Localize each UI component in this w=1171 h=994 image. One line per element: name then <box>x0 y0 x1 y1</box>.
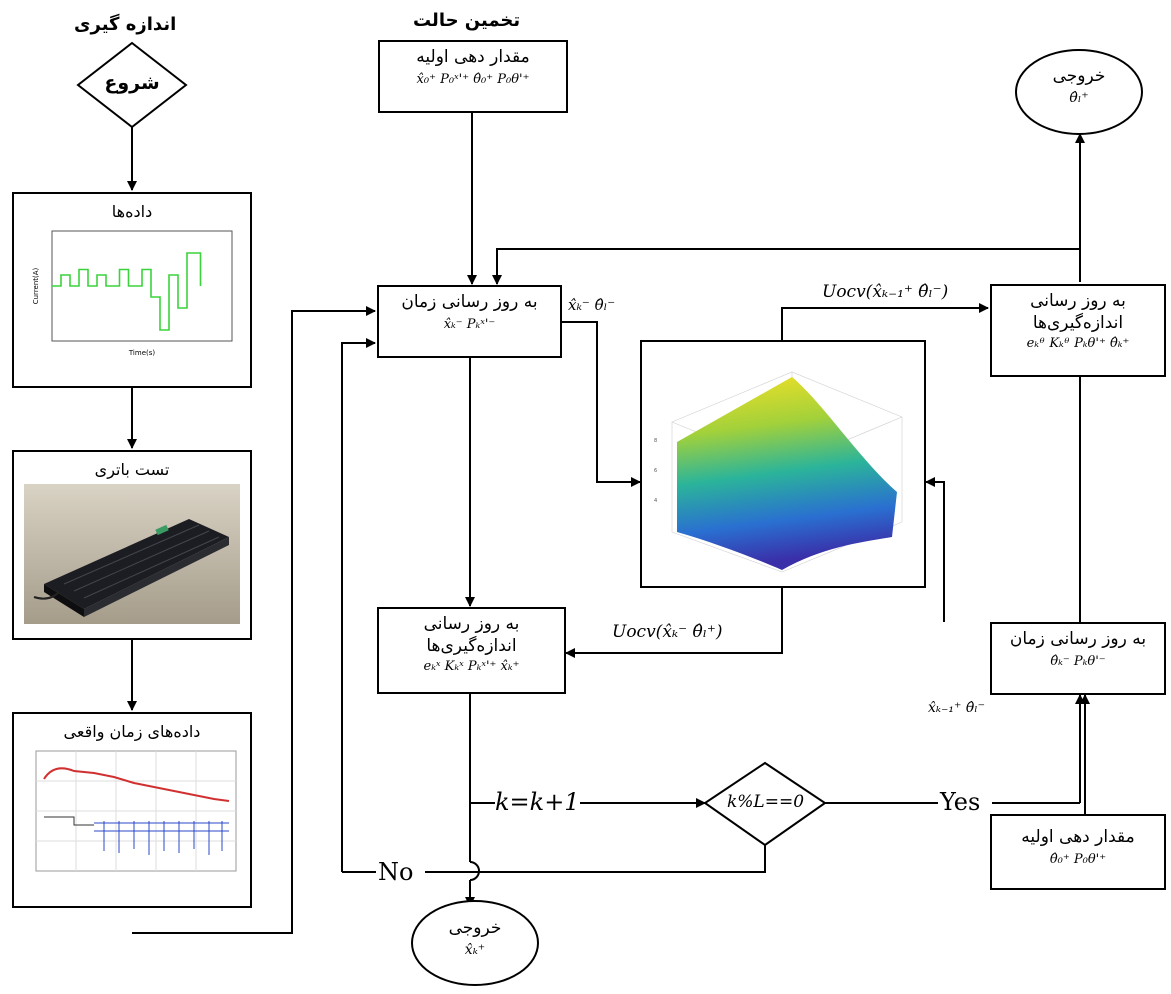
svg-text:4: 4 <box>654 498 657 504</box>
measurement-header: اندازه گیری <box>74 14 177 35</box>
time-update-mid-box: به روز رسانی زمان x̂ₖ⁻ Pₖˣ'⁻ <box>377 285 562 358</box>
state-estimation-header: تخمین حالت <box>413 10 521 31</box>
xk-theta-label: x̂ₖ⁻ θ̂ₗ⁻ <box>568 296 616 314</box>
init-bottom-box: مقدار دهی اولیه θ̂₀⁺ P₀θ'⁺ <box>990 814 1166 890</box>
output-top-right-title: خروجی <box>1052 66 1106 86</box>
init-bottom-math: θ̂₀⁺ P₀θ'⁺ <box>1049 852 1107 867</box>
battery-test-title: تست باتری <box>94 460 170 479</box>
no-label: No <box>378 858 414 886</box>
init-bottom-title: مقدار دهی اولیه <box>1021 827 1135 847</box>
uocv-top-label: Uocv(x̂ₖ₋₁⁺ θ̂ₗ⁻) <box>822 282 949 302</box>
time-update-right-math: θ̂ₖ⁻ Pₖθ'⁻ <box>1050 654 1106 669</box>
meas-update-right-box: به روز رسانی اندازه‌گیری‌ها eₖᶿ Kₖᶿ Pₖθ'… <box>990 284 1166 377</box>
time-update-mid-math: x̂ₖ⁻ Pₖˣ'⁻ <box>443 317 496 332</box>
time-update-right-title: به روز رسانی زمان <box>1009 629 1147 649</box>
time-update-right-box: به روز رسانی زمان θ̂ₖ⁻ Pₖθ'⁻ <box>990 622 1166 695</box>
output-top-right-math: θ̂ₗ⁺ <box>1069 90 1089 106</box>
init-top-title: مقدار دهی اولیه <box>416 47 530 67</box>
current-chart: Time(s) Current(A) <box>32 230 233 357</box>
k-increment-label: k=k+1 <box>495 788 580 816</box>
init-top-box: مقدار دهی اولیه x̂₀⁺ P₀ˣ'⁺ θ̂₀⁺ P₀θ'⁺ <box>378 40 568 113</box>
current-series-line <box>52 252 202 331</box>
output-bottom: خروجی x̂ₖ⁺ <box>415 918 535 958</box>
meas-update-mid-title: به روز رسانی اندازه‌گیری‌ها <box>423 614 520 656</box>
xk1-theta-label: x̂ₖ₋₁⁺ θ̂ₗ⁻ <box>928 700 986 716</box>
meas-update-right-math: eₖᶿ Kₖᶿ Pₖθ'⁺ θ̂ₖ⁺ <box>1026 336 1130 351</box>
realtime-title: داده‌های زمان واقعی <box>63 722 201 741</box>
output-top-right: خروجی θ̂ₗ⁺ <box>1019 66 1139 106</box>
battery-test-panel: تست باتری <box>12 450 252 640</box>
init-top-math: x̂₀⁺ P₀ˣ'⁺ θ̂₀⁺ P₀θ'⁺ <box>416 72 530 87</box>
realtime-chart <box>35 750 237 872</box>
output-bottom-math: x̂ₖ⁺ <box>464 942 486 958</box>
battery-photo <box>24 484 240 624</box>
svg-text:6: 6 <box>654 468 657 474</box>
x-axis-label: Time(s) <box>128 349 156 357</box>
data-panel-title: داده‌ها <box>111 202 153 221</box>
realtime-panel: داده‌های زمان واقعی <box>12 712 252 908</box>
condition-label: k%L==0 <box>726 792 805 812</box>
uocv-mid-label: Uocv(x̂ₖ⁻ θ̂ₗ⁺) <box>612 622 723 642</box>
start-label: شروع <box>104 72 160 94</box>
meas-update-mid-box: به روز رسانی اندازه‌گیری‌ها eₖˣ Kₖˣ Pₖˣ'… <box>377 607 566 694</box>
surface-chart: 8 6 4 <box>654 371 903 573</box>
yes-label: Yes <box>940 788 981 816</box>
meas-update-right-title: به روز رسانی اندازه‌گیری‌ها <box>1030 291 1126 333</box>
meas-update-mid-math: eₖˣ Kₖˣ Pₖˣ'⁺ x̂ₖ⁺ <box>423 659 520 674</box>
y-axis-label: Current(A) <box>32 267 40 304</box>
svg-text:8: 8 <box>654 438 657 444</box>
output-bottom-title: خروجی <box>448 918 502 938</box>
ocv-surface-plot: 8 6 4 <box>640 340 926 588</box>
data-panel: داده‌ها Time(s) Current(A) <box>12 192 252 388</box>
time-update-mid-title: به روز رسانی زمان <box>401 292 538 312</box>
